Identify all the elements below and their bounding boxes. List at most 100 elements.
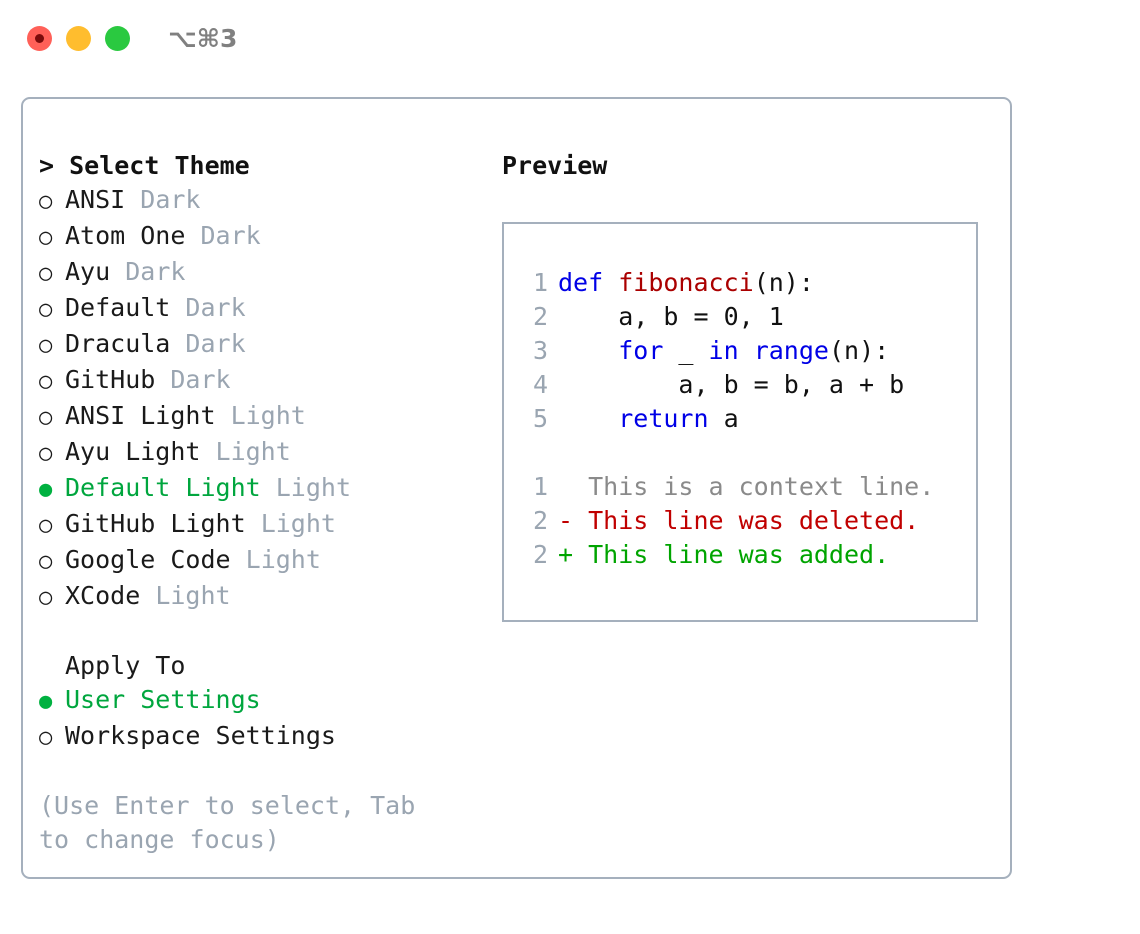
theme-tag: Dark: [185, 293, 246, 322]
theme-tag: Dark: [170, 365, 231, 394]
radio-unselected-icon[interactable]: ○: [39, 585, 53, 610]
theme-item-default[interactable]: ○ Default Dark: [39, 291, 489, 327]
radio-unselected-icon[interactable]: ○: [39, 261, 53, 286]
code-line-content: return a: [558, 402, 738, 436]
code-line-content: a, b = b, a + b: [558, 368, 904, 402]
spacer: [125, 183, 140, 217]
theme-item-github-light[interactable]: ○ GitHub Light Light: [39, 507, 489, 543]
theme-name: Google Code: [65, 545, 231, 574]
apply-to-list: ●User Settings○Workspace Settings: [39, 683, 489, 755]
spacer: [246, 507, 261, 541]
radio-selected-icon[interactable]: ●: [39, 689, 53, 714]
code-text: [558, 404, 618, 433]
apply-to-option-user-settings[interactable]: ●User Settings: [39, 683, 489, 719]
code-line-content: a, b = 0, 1: [558, 300, 784, 334]
line-number: 1: [532, 268, 548, 297]
theme-name: Default Light: [65, 473, 261, 502]
code-text: a, b = 0, 1: [558, 302, 784, 331]
diff-line-text: This is a context line.: [558, 472, 935, 501]
theme-name: Atom One: [65, 221, 186, 250]
close-button[interactable]: [27, 26, 52, 51]
spacer: [216, 399, 231, 433]
diff-deleted-line: 2 - This line was deleted.: [518, 504, 934, 538]
code-keyword: def: [558, 268, 619, 297]
radio-selected-icon[interactable]: ●: [39, 477, 53, 502]
theme-name: Default: [65, 293, 171, 322]
theme-tag: Dark: [140, 185, 201, 214]
code-text: _: [663, 336, 709, 365]
theme-item-atom-one[interactable]: ○ Atom One Dark: [39, 219, 489, 255]
line-number: 5: [532, 404, 548, 433]
theme-item-xcode[interactable]: ○XCode Light: [39, 579, 489, 615]
code-blank-line: [518, 436, 934, 470]
theme-tag: Light: [260, 509, 336, 538]
radio-unselected-icon[interactable]: ○: [39, 441, 53, 466]
apply-to-option-workspace-settings[interactable]: ○Workspace Settings: [39, 719, 489, 755]
diff-added-line: 2+ This line was added.: [518, 538, 934, 572]
radio-unselected-icon[interactable]: ○: [39, 549, 53, 574]
radio-unselected-icon[interactable]: ○: [39, 405, 53, 430]
code-keyword: return: [618, 404, 709, 433]
code-text: (n):: [828, 336, 890, 365]
theme-selector-column: > Select Theme ○ANSI Dark○Atom One Dark○…: [39, 149, 489, 857]
radio-unselected-icon[interactable]: ○: [39, 333, 53, 358]
code-keyword: in: [708, 336, 739, 365]
apply-to-header: Apply To: [65, 651, 186, 680]
theme-tag: Light: [275, 473, 351, 502]
spacer: [140, 579, 155, 613]
select-theme-header: > Select Theme: [39, 151, 250, 180]
theme-item-google-code[interactable]: ○Google Code Light: [39, 543, 489, 579]
code-keyword: for: [618, 336, 664, 365]
theme-item-dracula[interactable]: ○ Dracula Dark: [39, 327, 489, 363]
theme-name: ANSI Light: [65, 401, 216, 430]
code-keyword: range: [753, 336, 829, 365]
line-number: 2: [532, 302, 548, 331]
radio-unselected-icon[interactable]: ○: [39, 189, 53, 214]
theme-name: Ayu: [65, 257, 111, 286]
radio-unselected-icon[interactable]: ○: [39, 369, 53, 394]
spacer: [155, 363, 170, 397]
code-line-content: def fibonacci(n):: [558, 266, 814, 300]
code-line-content: for _ in range(n):: [558, 334, 889, 368]
spacer: [170, 327, 185, 361]
spacer: [200, 435, 215, 469]
line-number: 2: [532, 540, 548, 569]
theme-item-ayu[interactable]: ○Ayu Dark: [39, 255, 489, 291]
theme-item-ansi-light[interactable]: ○ANSI Light Light: [39, 399, 489, 435]
traffic-lights: [27, 26, 130, 51]
code-line: 3 for _ in range(n):: [518, 334, 934, 368]
radio-unselected-icon[interactable]: ○: [39, 225, 53, 250]
spacer: [231, 543, 246, 577]
theme-name: GitHub: [65, 365, 156, 394]
radio-unselected-icon[interactable]: ○: [39, 297, 53, 322]
spacer: [39, 615, 489, 649]
theme-tag: Dark: [200, 221, 261, 250]
theme-name: Dracula: [65, 329, 171, 358]
diff-line-text: - This line was deleted.: [558, 506, 920, 535]
spacer: [170, 291, 185, 325]
zoom-button[interactable]: [105, 26, 130, 51]
theme-name: GitHub Light: [65, 509, 246, 538]
code-text: a, b = b, a + b: [558, 370, 905, 399]
code-text: (n):: [753, 268, 814, 297]
spacer: [261, 471, 276, 505]
theme-name: Ayu Light: [65, 437, 201, 466]
code-line: 5 return a: [518, 402, 934, 436]
theme-item-ansi[interactable]: ○ANSI Dark: [39, 183, 489, 219]
theme-item-ayu-light[interactable]: ○ Ayu Light Light: [39, 435, 489, 471]
theme-item-default-light[interactable]: ● Default Light Light: [39, 471, 489, 507]
code-function-name: fibonacci: [618, 268, 754, 297]
theme-tag: Light: [215, 437, 291, 466]
radio-unselected-icon[interactable]: ○: [39, 725, 53, 750]
radio-unselected-icon[interactable]: ○: [39, 513, 53, 538]
code-line: 2 a, b = 0, 1: [518, 300, 934, 334]
line-number: 2: [532, 506, 548, 535]
main-panel: > Select Theme ○ANSI Dark○Atom One Dark○…: [21, 97, 1012, 879]
diff-context-line: 1 This is a context line.: [518, 470, 934, 504]
minimize-button[interactable]: [66, 26, 91, 51]
theme-item-github[interactable]: ○ GitHub Dark: [39, 363, 489, 399]
theme-tag: Dark: [185, 329, 246, 358]
